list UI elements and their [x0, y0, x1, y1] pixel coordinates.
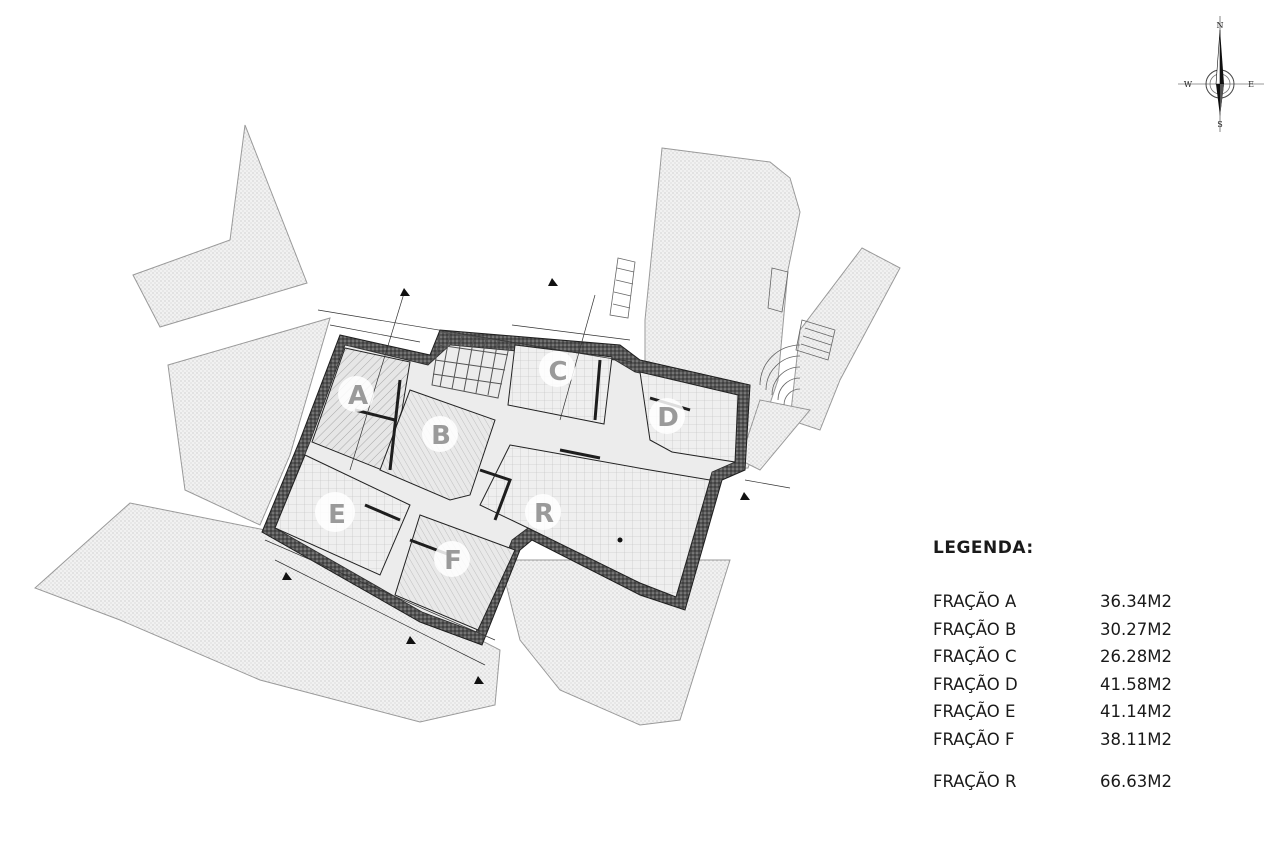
compass-east: E: [1248, 80, 1254, 89]
exterior-stairs: [609, 257, 836, 406]
legend-row: FRAÇÃO B 30.27M2: [933, 616, 1233, 644]
legend-row: FRAÇÃO R 66.63M2: [933, 768, 1233, 796]
compass-south: S: [1217, 120, 1222, 129]
unit-label-d: D: [657, 403, 679, 433]
unit-label-r: R: [534, 499, 554, 529]
unit-label-f: F: [444, 546, 462, 576]
parcel-southwest: [34, 502, 501, 723]
parcel-northeast: [789, 247, 901, 431]
unit-label-a: A: [348, 381, 368, 411]
unit-label-e: E: [328, 500, 346, 530]
parcel-south: [499, 559, 731, 726]
legend-value: 41.58M2: [1100, 674, 1172, 694]
compass-north: N: [1217, 21, 1224, 30]
legend-label: FRAÇÃO B: [933, 619, 1017, 639]
legend-row: FRAÇÃO F 38.11M2: [933, 726, 1233, 754]
legend-row: FRAÇÃO D 41.58M2: [933, 671, 1233, 699]
unit-labels: A B C D E F R: [315, 351, 685, 577]
section-markers: [282, 278, 750, 684]
room-d: [639, 371, 739, 463]
legend-title: LEGENDA:: [933, 538, 1034, 558]
legend-row: FRAÇÃO A 36.34M2: [933, 588, 1233, 616]
legend-value: 26.28M2: [1100, 647, 1172, 666]
parcel-northwest: [132, 124, 308, 328]
legend-value: 41.14M2: [1100, 702, 1172, 721]
rooms: [274, 344, 739, 631]
unit-label-c: C: [548, 357, 567, 387]
legend: LEGENDA: FRAÇÃO A 36.34M2 FRAÇÃO B 30.27…: [933, 538, 1233, 796]
pergola: [431, 331, 511, 399]
unit-label-b: B: [431, 421, 451, 451]
legend-label: FRAÇÃO C: [933, 647, 1017, 666]
legend-label: FRAÇÃO E: [933, 702, 1016, 721]
legend-row: FRAÇÃO E 41.14M2: [933, 698, 1233, 726]
compass-icon: N S E W: [1178, 16, 1264, 132]
legend-value: 66.63M2: [1100, 772, 1172, 791]
dimension-lines: [264, 289, 791, 666]
site-parcels: [34, 124, 901, 726]
legend-label: FRAÇÃO F: [933, 729, 1015, 749]
legend-row: FRAÇÃO C 26.28M2: [933, 643, 1233, 671]
legend-label: FRAÇÃO A: [933, 592, 1017, 611]
parcel-west: [167, 317, 331, 526]
room-r: [479, 444, 711, 598]
legend-value: 38.11M2: [1100, 729, 1172, 749]
legend-value: 36.34M2: [1100, 592, 1172, 611]
legend-label: FRAÇÃO R: [933, 772, 1017, 791]
legend-label: FRAÇÃO D: [933, 674, 1018, 694]
legend-value: 30.27M2: [1100, 619, 1172, 639]
compass-west: W: [1184, 80, 1193, 89]
